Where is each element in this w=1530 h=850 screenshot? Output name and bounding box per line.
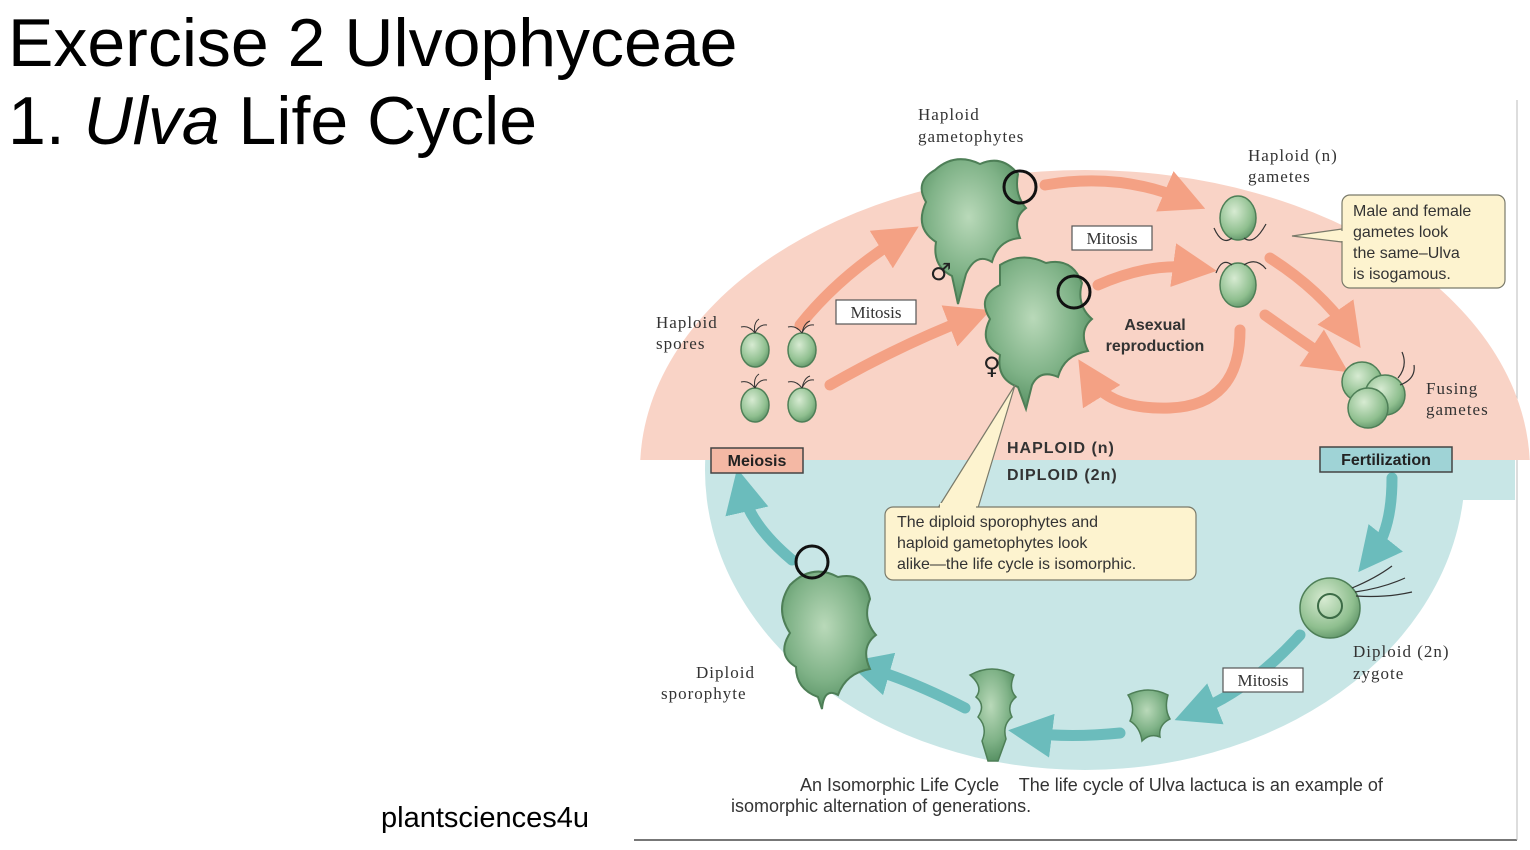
isogamous-callout: Male and female gametes look the same–Ul…: [1291, 194, 1506, 289]
diploid-sporophyte-illustration: [781, 544, 878, 710]
label-haploid-gametes-1: Haploid (n): [1248, 146, 1338, 165]
haploid-spores-illustration: [740, 318, 817, 423]
mitosis-top-text: Mitosis: [1086, 229, 1137, 248]
female-gametophyte-illustration: [983, 256, 1094, 413]
germling-illustration: [1126, 689, 1172, 743]
label-diploid-phase: DIPLOID (2n): [1007, 467, 1118, 484]
meiosis-box: Meiosis: [710, 447, 804, 474]
meiosis-text: Meiosis: [728, 453, 787, 470]
mitosis-left-text: Mitosis: [850, 303, 901, 322]
female-symbol: ♀: [983, 352, 1001, 380]
diploid-zygote-illustration: [1299, 565, 1413, 639]
arrow-male-to-gametes: [1039, 171, 1206, 212]
title-genus: Ulva: [83, 83, 220, 159]
label-asexual-2: reproduction: [1106, 338, 1205, 355]
label-diploid-sporophyte-1: Diploid: [696, 663, 755, 682]
credit-text: plantsciences4u: [381, 802, 589, 834]
label-diploid-zygote-2: zygote: [1353, 664, 1404, 683]
isogamous-line-1: Male and female: [1353, 203, 1471, 220]
title-rest: Life Cycle: [219, 83, 538, 159]
arrow-asexual-loop: [1078, 324, 1246, 414]
arrow-gametes-to-fusion-2: [1259, 309, 1349, 373]
title-number: 1.: [8, 83, 84, 159]
label-haploid-gametophytes-1: Haploid: [918, 105, 980, 124]
male-symbol: ♂: [930, 258, 952, 286]
male-detail-circle: [1002, 169, 1038, 205]
label-haploid-phase: HAPLOID (n): [1007, 440, 1115, 457]
label-haploid-gametes-2: gametes: [1248, 167, 1311, 186]
fertilization-box: Fertilization: [1319, 446, 1453, 473]
isogamous-line-3: the same–Ulva: [1353, 245, 1460, 262]
fertilization-text: Fertilization: [1341, 452, 1431, 469]
isomorphic-line-1: The diploid sporophytes and: [897, 514, 1098, 531]
mitosis-box-bottom: Mitosis: [1222, 667, 1304, 693]
mitosis-bottom-text: Mitosis: [1237, 671, 1288, 690]
slide-title: Exercise 2 Ulvophyceae 1. Ulva Life Cycl…: [8, 4, 737, 160]
arrow-gametes-to-fusion-1: [1264, 252, 1361, 349]
title-line-2: 1. Ulva Life Cycle: [8, 82, 737, 160]
arrow-female-to-gametes: [1092, 243, 1217, 291]
isogamous-line-2: gametes look: [1353, 224, 1449, 241]
fusing-gametes-illustration: [1341, 351, 1415, 429]
label-haploid-gametophytes-2: gametophytes: [918, 127, 1024, 146]
figure-caption-line-2: isomorphic alternation of generations.: [731, 796, 1031, 816]
diploid-arrows: [725, 468, 1403, 758]
isogamous-line-4: is isogamous.: [1353, 266, 1451, 283]
female-detail-circle: [1056, 274, 1092, 310]
label-fusing-gametes-2: gametes: [1426, 400, 1489, 419]
male-gametophyte-illustration: [920, 158, 1038, 305]
label-fusing-gametes-1: Fusing: [1426, 379, 1478, 398]
label-haploid-spores-2: spores: [656, 334, 705, 353]
isomorphic-callout: The diploid sporophytes and haploid game…: [884, 384, 1197, 581]
isomorphic-line-3: alike—the life cycle is isomorphic.: [897, 556, 1136, 573]
title-line-1: Exercise 2 Ulvophyceae: [8, 5, 738, 81]
haploid-arrows: [794, 171, 1361, 414]
sporophyte-detail-circle: [794, 544, 830, 580]
label-diploid-zygote-1: Diploid (2n): [1353, 642, 1450, 661]
young-sporophyte-illustration: [968, 668, 1018, 762]
figure-caption-line-1: An Isomorphic Life Cycle The life cycle …: [800, 775, 1384, 795]
arrow-young-to-sporophyte: [846, 652, 971, 714]
arrow-germling-to-young: [1008, 713, 1126, 758]
arrow-sporophyte-to-meiosis: [725, 468, 798, 566]
label-asexual-1: Asexual: [1124, 317, 1185, 334]
label-haploid-spores-1: Haploid: [656, 313, 718, 332]
mitosis-box-top: Mitosis: [1071, 225, 1153, 251]
label-diploid-sporophyte-2: sporophyte: [661, 684, 747, 703]
haploid-gametes-illustration: [1213, 195, 1267, 308]
arrow-fertilization-to-zygote: [1358, 472, 1403, 573]
arrow-spores-to-male: [794, 226, 919, 331]
arrow-spores-to-female: [824, 305, 991, 391]
mitosis-box-left: Mitosis: [835, 299, 917, 325]
isomorphic-line-2: haploid gametophytes look: [897, 535, 1088, 552]
